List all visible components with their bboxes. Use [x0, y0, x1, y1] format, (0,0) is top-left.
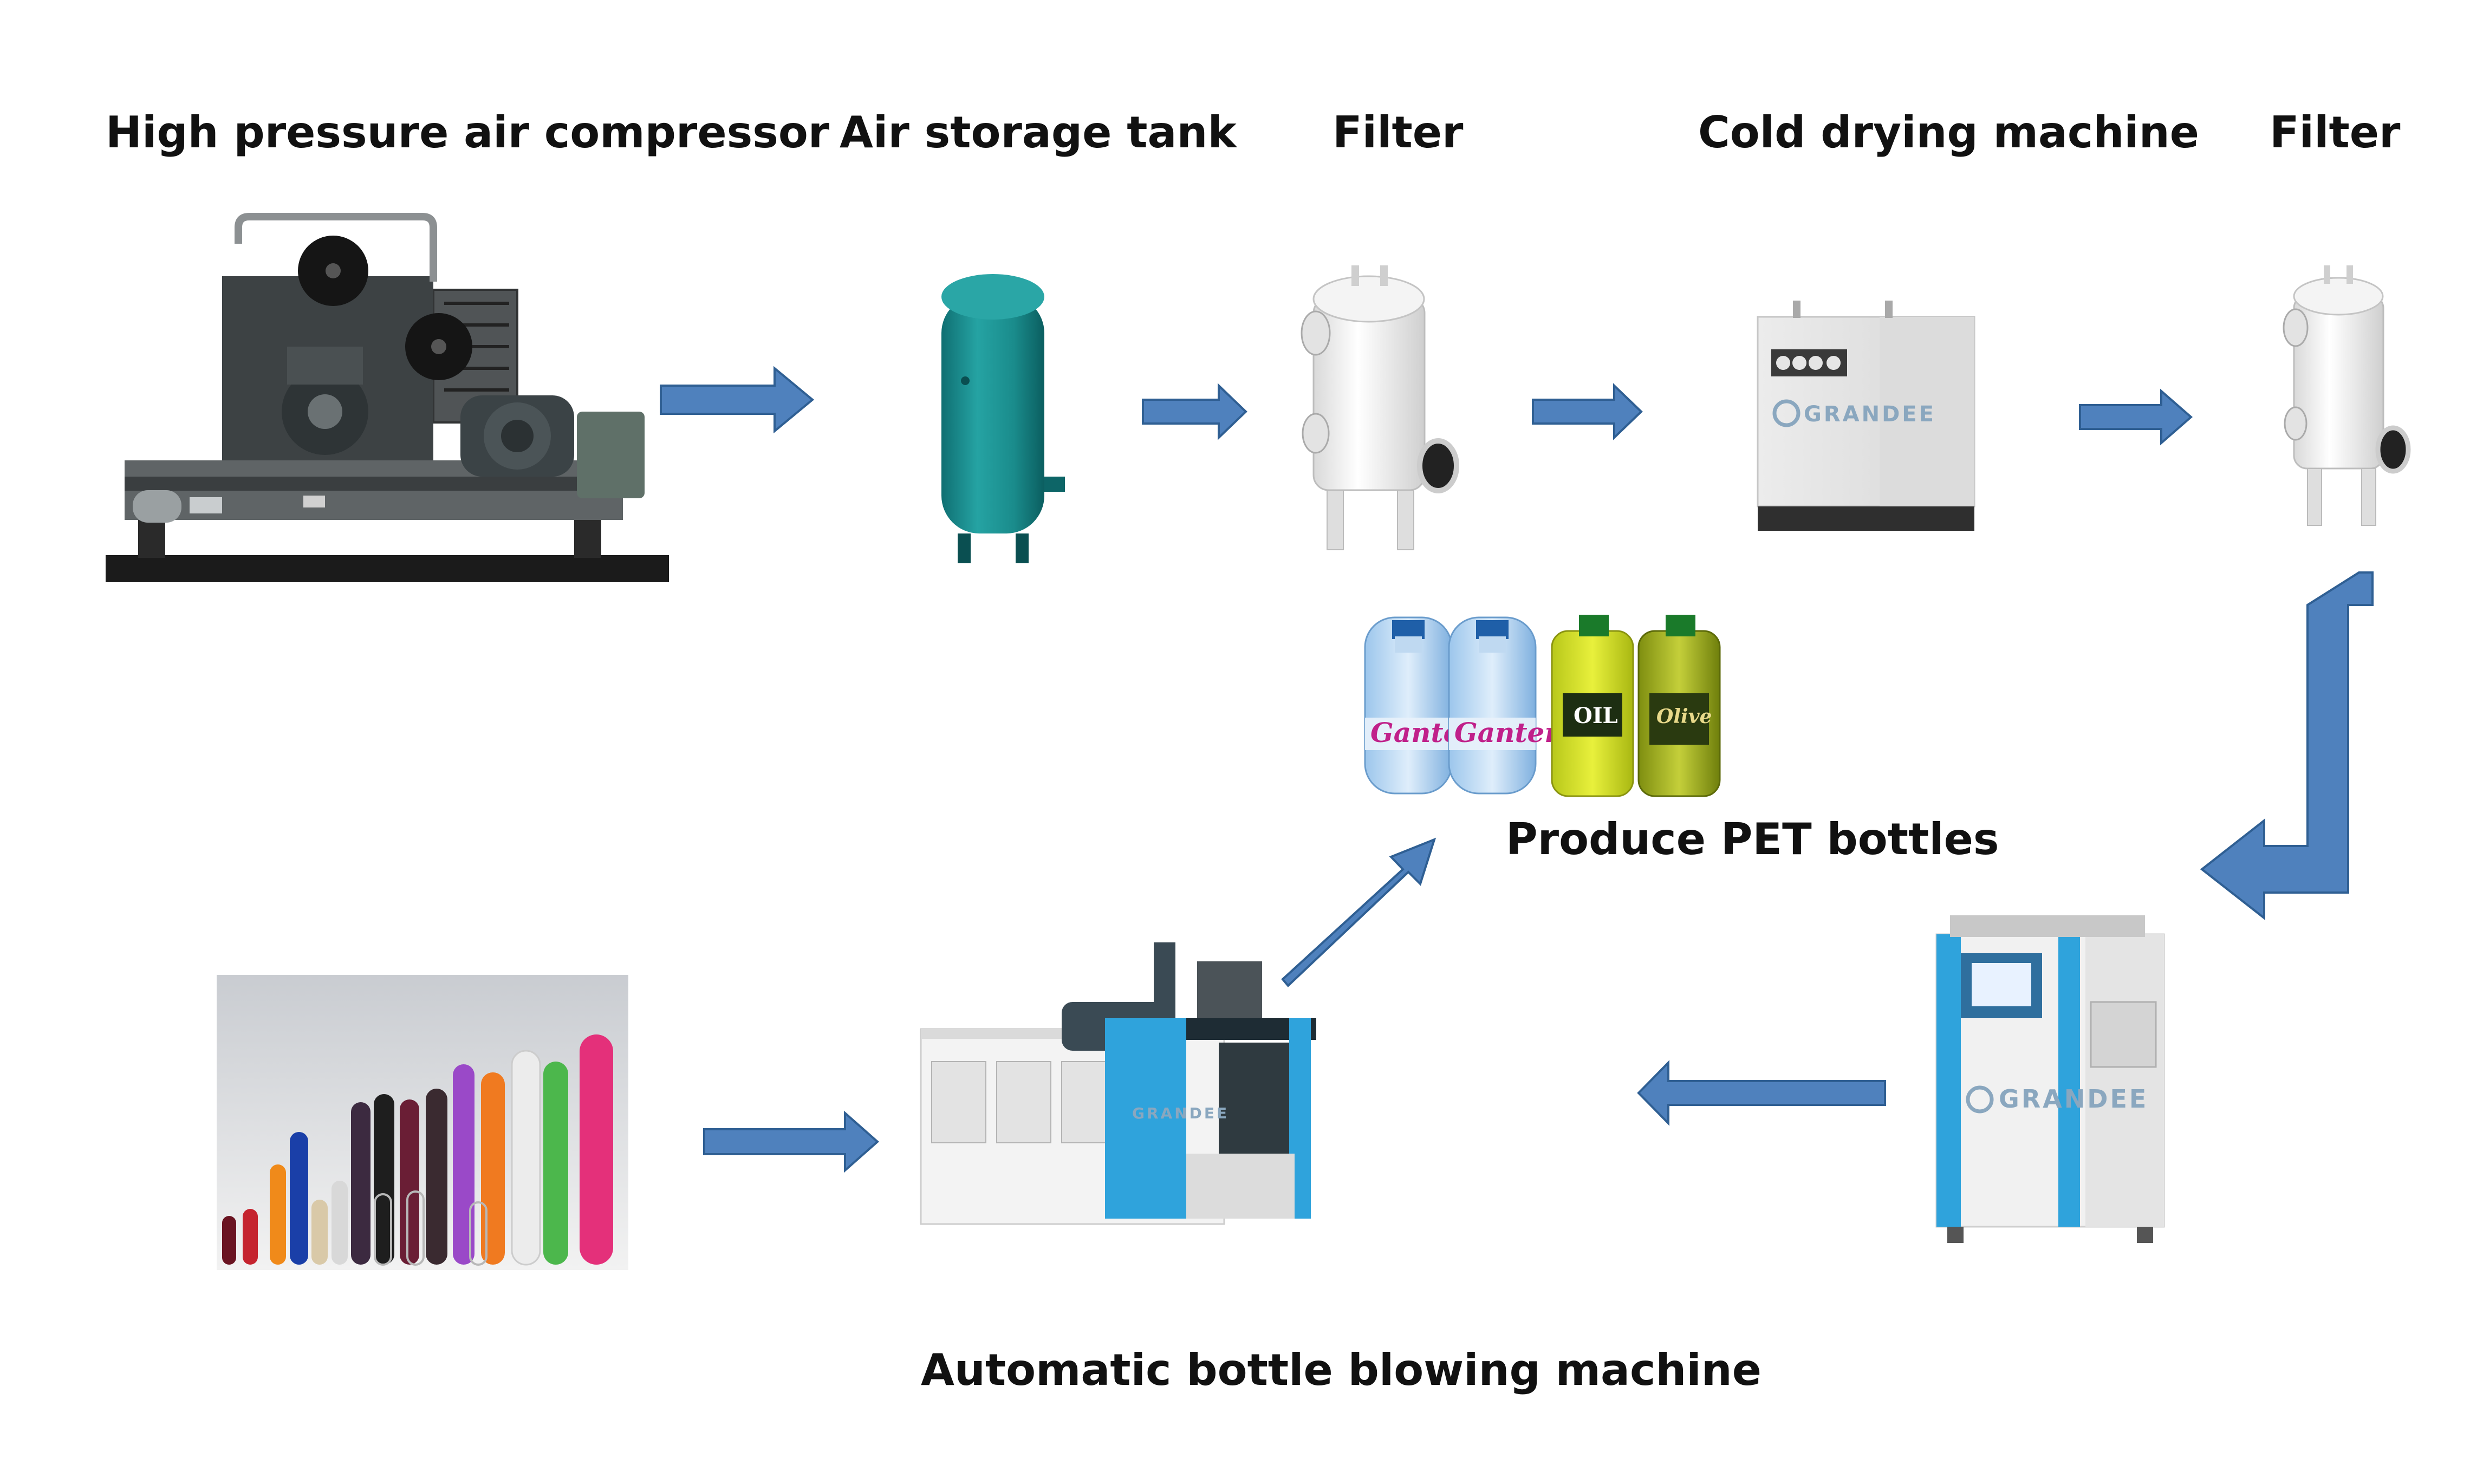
arrow-blower-to-bottles: [1281, 837, 1436, 987]
arrow-filter-to-chiller: [2200, 571, 2374, 921]
filter-2-image: [2283, 265, 2411, 526]
pet-bottles-image: Ganten Ganten OIL Olive: [1364, 615, 1721, 797]
blower-brand-text: GRANDEE: [1132, 1104, 1229, 1122]
water-bottle-2: Ganten: [1448, 616, 1564, 795]
arrow-filter-to-dryer: [1532, 383, 1643, 440]
arrow-chiller-to-blower: [1637, 1060, 1886, 1126]
arrow-compressor-to-tank: [660, 366, 815, 434]
arrow-preforms-to-blower: [703, 1110, 880, 1173]
air-storage-tank-image: [941, 274, 1065, 563]
oil-bottle: OIL: [1551, 615, 1634, 797]
filter-1-image: [1301, 265, 1459, 550]
chiller-image: GRANDEE: [1935, 915, 2165, 1243]
water-bottle-1: Ganten: [1364, 616, 1480, 795]
dryer-brand-text: GRANDEE: [1804, 402, 1936, 427]
label-cold-drying-machine: Cold drying machine: [1698, 107, 2199, 158]
arrow-dryer-to-filter: [2079, 388, 2193, 446]
label-filter-1: Filter: [1332, 107, 1464, 158]
label-produce-pet-bottles: Produce PET bottles: [1506, 814, 1999, 864]
arrow-tank-to-filter: [1142, 383, 1247, 440]
label-bottle-blowing-machine: Automatic bottle blowing machine: [921, 1345, 1761, 1395]
olive-bottle: Olive: [1637, 615, 1721, 797]
preforms-image: [217, 975, 628, 1270]
cold-drying-machine-image: GRANDEE: [1757, 301, 1975, 531]
oil-bottle-label: OIL: [1574, 703, 1618, 728]
water-bottle-2-label: Ganten: [1454, 717, 1564, 748]
flow-arrows: [660, 366, 2374, 1173]
chiller-brand-text: GRANDEE: [1999, 1084, 2148, 1114]
label-air-compressor: High pressure air compressor: [106, 107, 830, 158]
air-compressor-image: [106, 213, 669, 582]
label-air-storage-tank: Air storage tank: [840, 107, 1237, 158]
olive-bottle-label: Olive: [1656, 705, 1712, 728]
label-filter-2: Filter: [2270, 107, 2401, 158]
blowing-machine-image: GRANDEE: [920, 942, 1316, 1225]
